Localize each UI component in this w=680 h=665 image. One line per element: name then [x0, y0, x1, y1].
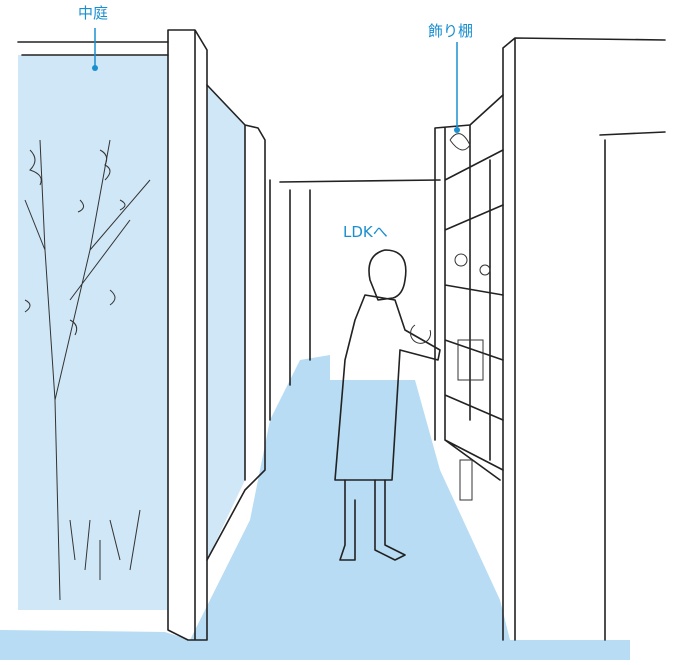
display-shelf [434, 94, 504, 481]
leader-courtyard [92, 28, 98, 71]
side-glass [207, 85, 245, 560]
left-pillar [167, 29, 208, 641]
to-ldk-label: LDKへ [343, 223, 388, 241]
person [334, 249, 441, 561]
leader-display-shelf [454, 42, 460, 133]
courtyard-label: 中庭 [78, 4, 109, 22]
floor [0, 355, 630, 660]
tree [24, 139, 151, 601]
right-wall [502, 37, 666, 641]
courtyard-glass [18, 55, 168, 610]
display-shelf-label: 飾り棚 [428, 22, 474, 40]
